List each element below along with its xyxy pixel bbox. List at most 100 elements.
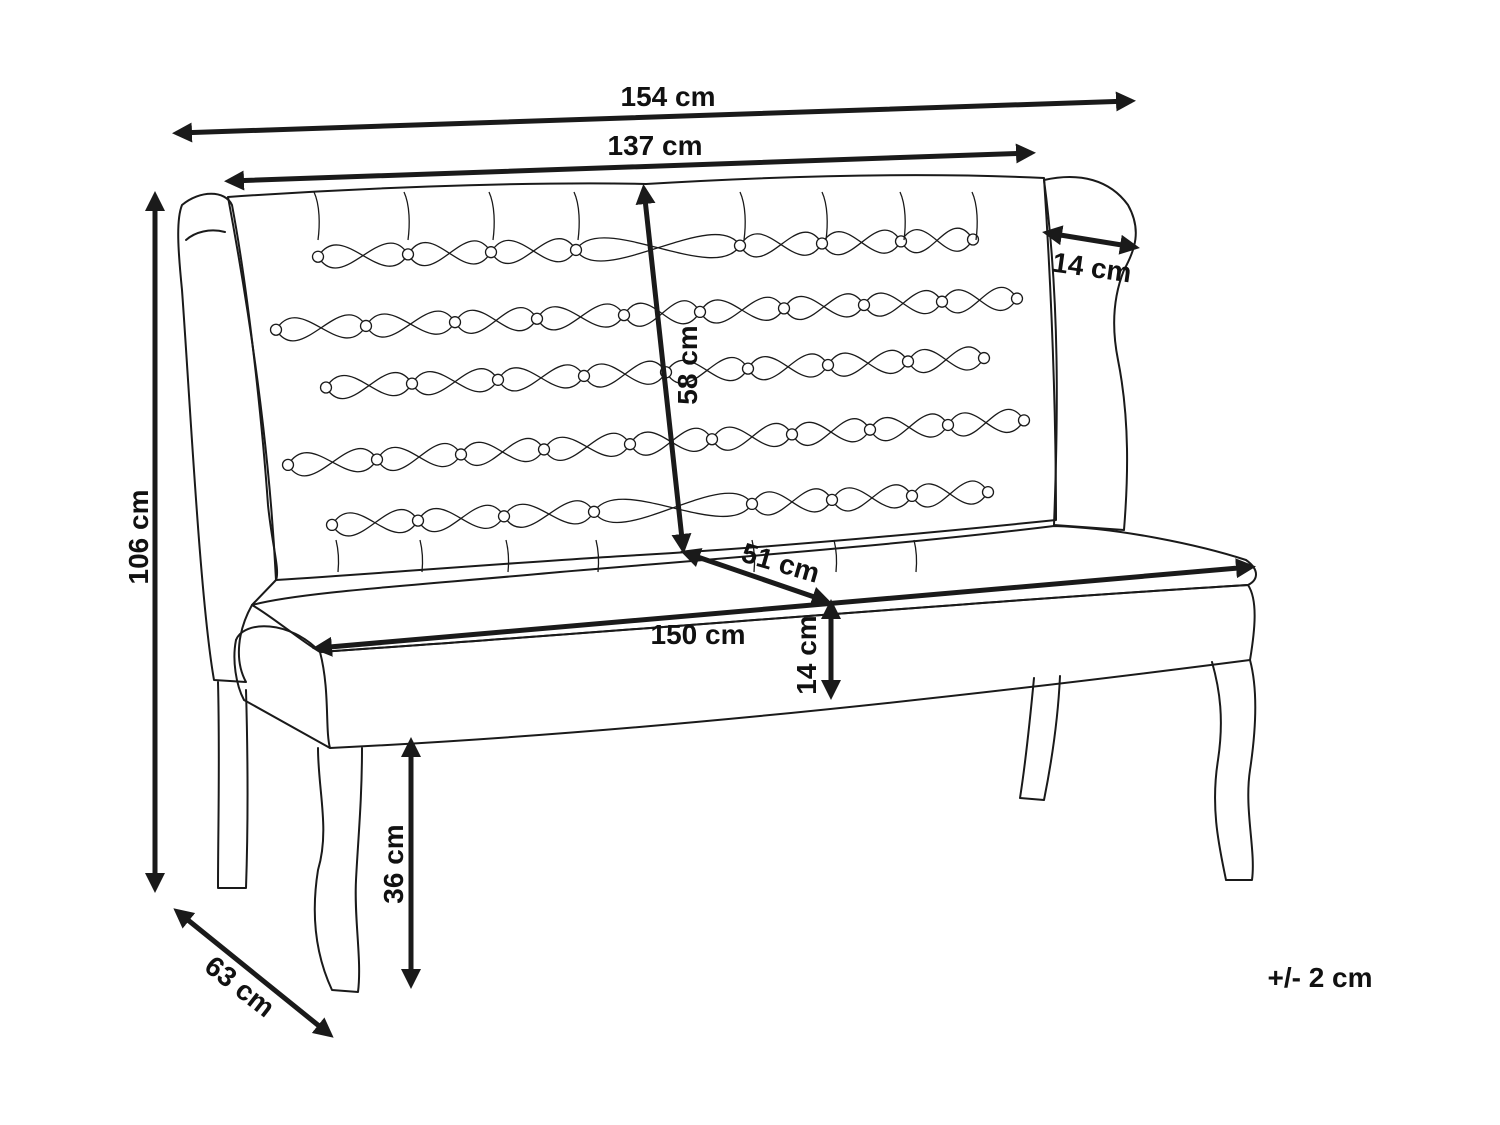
tuft-button: [370, 453, 384, 466]
tuft-seam: [490, 239, 577, 263]
label-overall-width: 154 cm: [621, 81, 716, 112]
dim-wing-depth-arrow: [1042, 225, 1140, 255]
tuft-seam: [900, 228, 974, 252]
front-left-leg: [313, 747, 363, 993]
tuft-button: [941, 418, 955, 432]
tuft-seam: [335, 539, 340, 573]
tuft-button: [981, 485, 995, 499]
dim-backrest-height-arrow: [635, 184, 692, 554]
tuft-seam: [287, 452, 378, 473]
tuft-button: [977, 351, 991, 365]
tuft-seam: [913, 539, 918, 573]
tuft-seam: [971, 191, 978, 241]
tuft-button: [454, 448, 468, 461]
tuft-seam: [419, 539, 424, 573]
tuft-button: [733, 239, 747, 252]
tuft-seam: [454, 309, 538, 332]
tuft-button: [569, 243, 583, 257]
tuft-button: [1010, 292, 1024, 305]
dimension-labels: 154 cm 137 cm 14 cm 58 cm 51 cm 150 cm 1…: [123, 81, 1373, 1023]
tuft-seam: [573, 191, 580, 241]
tuft-seam: [593, 498, 753, 517]
back-left-leg: [217, 681, 249, 889]
left-wing: [177, 192, 279, 683]
tuft-button: [530, 312, 544, 325]
tuft-seam: [488, 191, 495, 241]
tuft-seam: [827, 352, 909, 375]
tuft-seam: [747, 356, 829, 378]
tuft-button: [815, 237, 829, 250]
dim-overall-width-arrow: [172, 91, 1136, 143]
tuft-button: [693, 305, 707, 319]
tuft-seam: [623, 302, 701, 325]
label-seat-width: 150 cm: [651, 619, 746, 650]
tuft-button: [857, 298, 871, 312]
back-right-leg: [1019, 675, 1061, 801]
tuft-seam: [407, 241, 492, 265]
tuft-seam: [783, 295, 865, 318]
tuft-seam: [575, 237, 741, 259]
tuft-seam: [751, 491, 833, 513]
tuft-seam: [317, 244, 409, 267]
tuft-button: [785, 428, 799, 441]
tuft-seam: [739, 191, 746, 241]
tuft-button: [587, 505, 601, 518]
tuft-seam: [275, 317, 367, 339]
tuft-button: [935, 295, 949, 308]
tuft-button: [537, 443, 551, 456]
tuft-button: [705, 433, 719, 446]
tuft-seam: [536, 306, 625, 328]
tufting-pattern: [269, 191, 1031, 573]
tuft-seam: [403, 191, 410, 241]
bench-illustration: [177, 174, 1257, 993]
seat-left-side: [233, 639, 331, 749]
tuft-seam: [907, 348, 985, 371]
tuft-seam: [503, 503, 595, 525]
tuft-seam: [739, 233, 823, 256]
label-overall-height: 106 cm: [123, 490, 154, 585]
tuft-button: [497, 510, 511, 523]
dim-overall-depth-arrow: [173, 908, 334, 1038]
label-seat-height: 36 cm: [378, 824, 409, 903]
tuft-seam: [376, 446, 462, 468]
tuft-seam: [583, 363, 667, 385]
tuft-seam: [947, 412, 1025, 434]
tuft-seam: [831, 487, 913, 509]
tuft-button: [617, 308, 631, 322]
tuft-button: [777, 302, 791, 315]
tuft-seam: [313, 191, 320, 241]
label-backrest-width: 137 cm: [608, 130, 703, 161]
tuft-seam: [325, 374, 413, 397]
tuft-button: [741, 362, 755, 375]
tuft-seam: [505, 539, 510, 573]
tuft-button: [359, 319, 373, 333]
tuft-seam: [411, 371, 499, 393]
tuft-button: [411, 514, 425, 527]
tuft-button: [281, 458, 295, 472]
label-wing-depth: 14 cm: [1051, 247, 1134, 289]
tuft-seam: [331, 512, 419, 534]
tuft-seam: [791, 421, 871, 443]
tuft-seam: [497, 367, 585, 389]
front-right-leg: [1211, 659, 1257, 881]
tuft-seam: [863, 292, 943, 315]
tuft-button: [821, 358, 835, 372]
tuft-button: [905, 489, 919, 503]
tuft-button: [577, 369, 591, 383]
tuft-seam: [699, 299, 785, 321]
tuft-button: [825, 493, 839, 507]
tolerance-note: +/- 2 cm: [1267, 962, 1372, 993]
tuft-seam: [365, 313, 456, 335]
tuft-seam: [899, 191, 906, 241]
tuft-seam: [711, 426, 793, 448]
tuft-seam: [821, 191, 828, 241]
tuft-seam: [460, 441, 545, 463]
tuft-seam: [543, 436, 631, 458]
left-wing-seam: [185, 229, 226, 241]
tuft-seam: [417, 507, 505, 529]
tuft-seam: [833, 539, 838, 573]
tuft-seam: [821, 231, 902, 254]
tuft-button: [325, 518, 339, 532]
tuft-button: [405, 377, 419, 390]
